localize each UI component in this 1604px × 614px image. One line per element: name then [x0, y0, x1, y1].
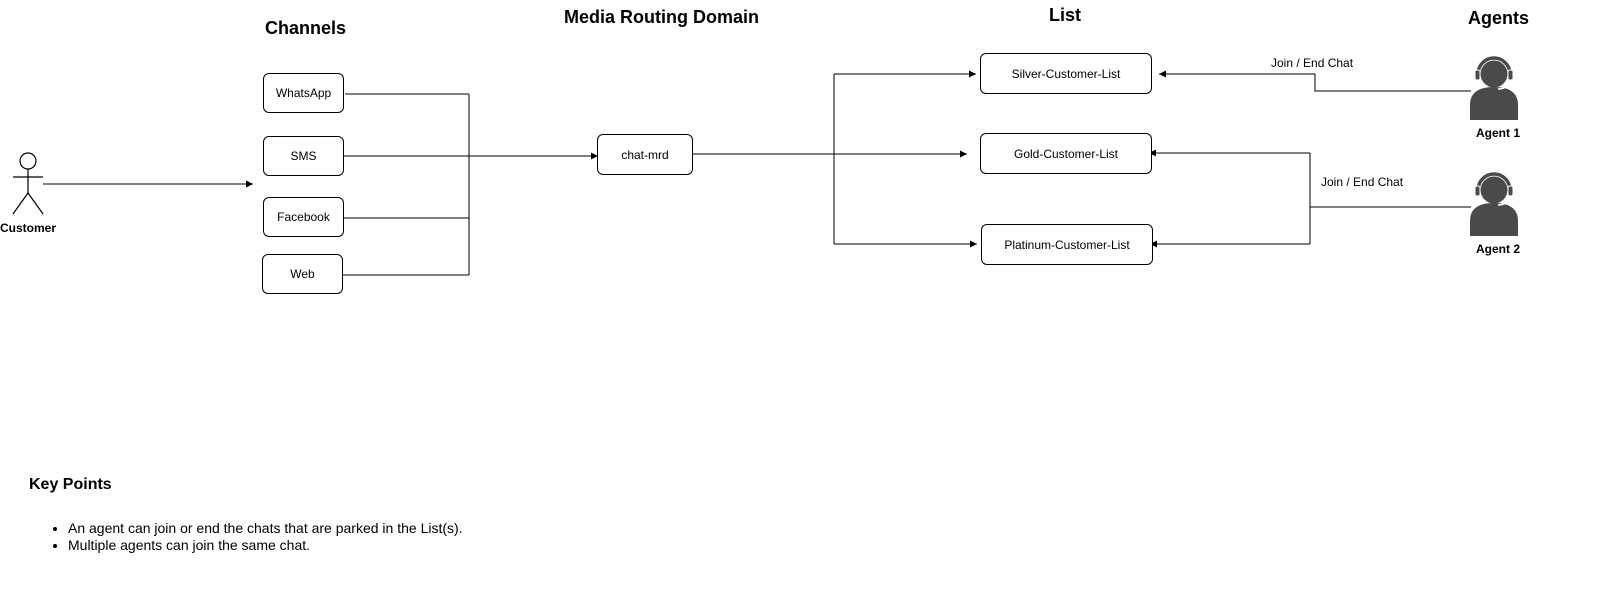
key-points-list: An agent can join or end the chats that … [29, 520, 463, 554]
agent-headset-icon [1470, 172, 1518, 236]
list-label: Silver-Customer-List [1011, 66, 1121, 81]
channel-node-facebook[interactable]: Facebook [263, 197, 344, 237]
column-title-mrd: Media Routing Domain [564, 7, 759, 27]
column-title-list: List [1049, 5, 1082, 25]
list-label: Platinum-Customer-List [1004, 237, 1130, 252]
agent-headset-icon [1470, 56, 1518, 120]
channel-node-sms[interactable]: SMS [263, 136, 344, 176]
list-node-platinum[interactable]: Platinum-Customer-List [981, 224, 1153, 265]
key-point-item: Multiple agents can join the same chat. [68, 537, 463, 554]
edge-label-agent1: Join / End Chat [1270, 56, 1355, 70]
agent-label-2: Agent 2 [1476, 242, 1521, 256]
channel-node-whatsapp[interactable]: WhatsApp [263, 73, 344, 113]
list-node-silver[interactable]: Silver-Customer-List [980, 53, 1152, 94]
channel-label: WhatsApp [275, 86, 332, 100]
mrd-node-chat[interactable]: chat-mrd [597, 134, 693, 175]
column-title-agents: Agents [1468, 8, 1530, 28]
key-point-item: An agent can join or end the chats that … [68, 520, 463, 537]
list-node-gold[interactable]: Gold-Customer-List [980, 133, 1152, 174]
column-title-channels: Channels [265, 18, 347, 38]
list-label: Gold-Customer-List [1013, 146, 1119, 161]
edge-agent1-to-silver [1159, 70, 1471, 92]
channel-node-web[interactable]: Web [262, 254, 343, 294]
channel-label: SMS [290, 149, 317, 163]
customer-label: Customer [0, 221, 57, 235]
agent-label-1: Agent 1 [1476, 126, 1521, 140]
mrd-label: chat-mrd [621, 147, 669, 162]
customer-icon [12, 152, 44, 215]
channel-label: Facebook [277, 210, 330, 224]
channel-label: Web [290, 267, 315, 281]
edge-label-agent2: Join / End Chat [1320, 175, 1405, 189]
key-points-title: Key Points [29, 476, 112, 493]
